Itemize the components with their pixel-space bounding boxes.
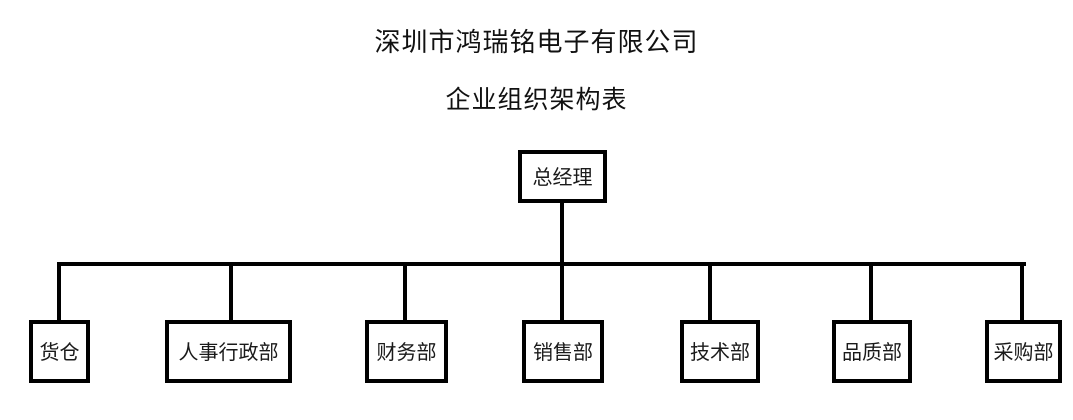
org-node-purchasing[interactable]: 采购部: [985, 320, 1062, 383]
org-node-finance[interactable]: 财务部: [365, 320, 448, 383]
connector-drop-sales: [560, 262, 564, 320]
org-node-warehouse[interactable]: 货仓: [29, 320, 90, 383]
connector-drop-finance: [403, 262, 407, 320]
connector-horizontal-bus: [59, 262, 1026, 266]
org-node-label: 总经理: [532, 164, 593, 189]
org-node-label: 技术部: [690, 339, 750, 364]
org-node-hr-admin[interactable]: 人事行政部: [165, 320, 292, 383]
connector-drop-warehouse: [57, 262, 61, 320]
org-node-sales[interactable]: 销售部: [522, 320, 604, 383]
connector-drop-quality: [869, 262, 873, 320]
connector-drop-purchasing: [1020, 262, 1024, 320]
page-subtitle: 企业组织架构表: [445, 85, 628, 114]
org-node-label: 财务部: [376, 339, 437, 364]
org-node-label: 采购部: [993, 339, 1054, 364]
connector-root-stem: [560, 203, 564, 320]
org-node-technology[interactable]: 技术部: [680, 320, 760, 383]
org-node-label: 品质部: [842, 339, 902, 364]
page-title: 深圳市鸿瑞铭电子有限公司: [374, 28, 699, 58]
connector-drop-hr-admin: [229, 262, 233, 320]
org-node-general-manager[interactable]: 总经理: [518, 150, 607, 203]
connector-drop-technology: [708, 262, 712, 320]
org-node-quality[interactable]: 品质部: [832, 320, 912, 383]
org-node-label: 货仓: [39, 339, 80, 364]
org-node-label: 销售部: [533, 339, 593, 364]
org-node-label: 人事行政部: [178, 339, 279, 364]
